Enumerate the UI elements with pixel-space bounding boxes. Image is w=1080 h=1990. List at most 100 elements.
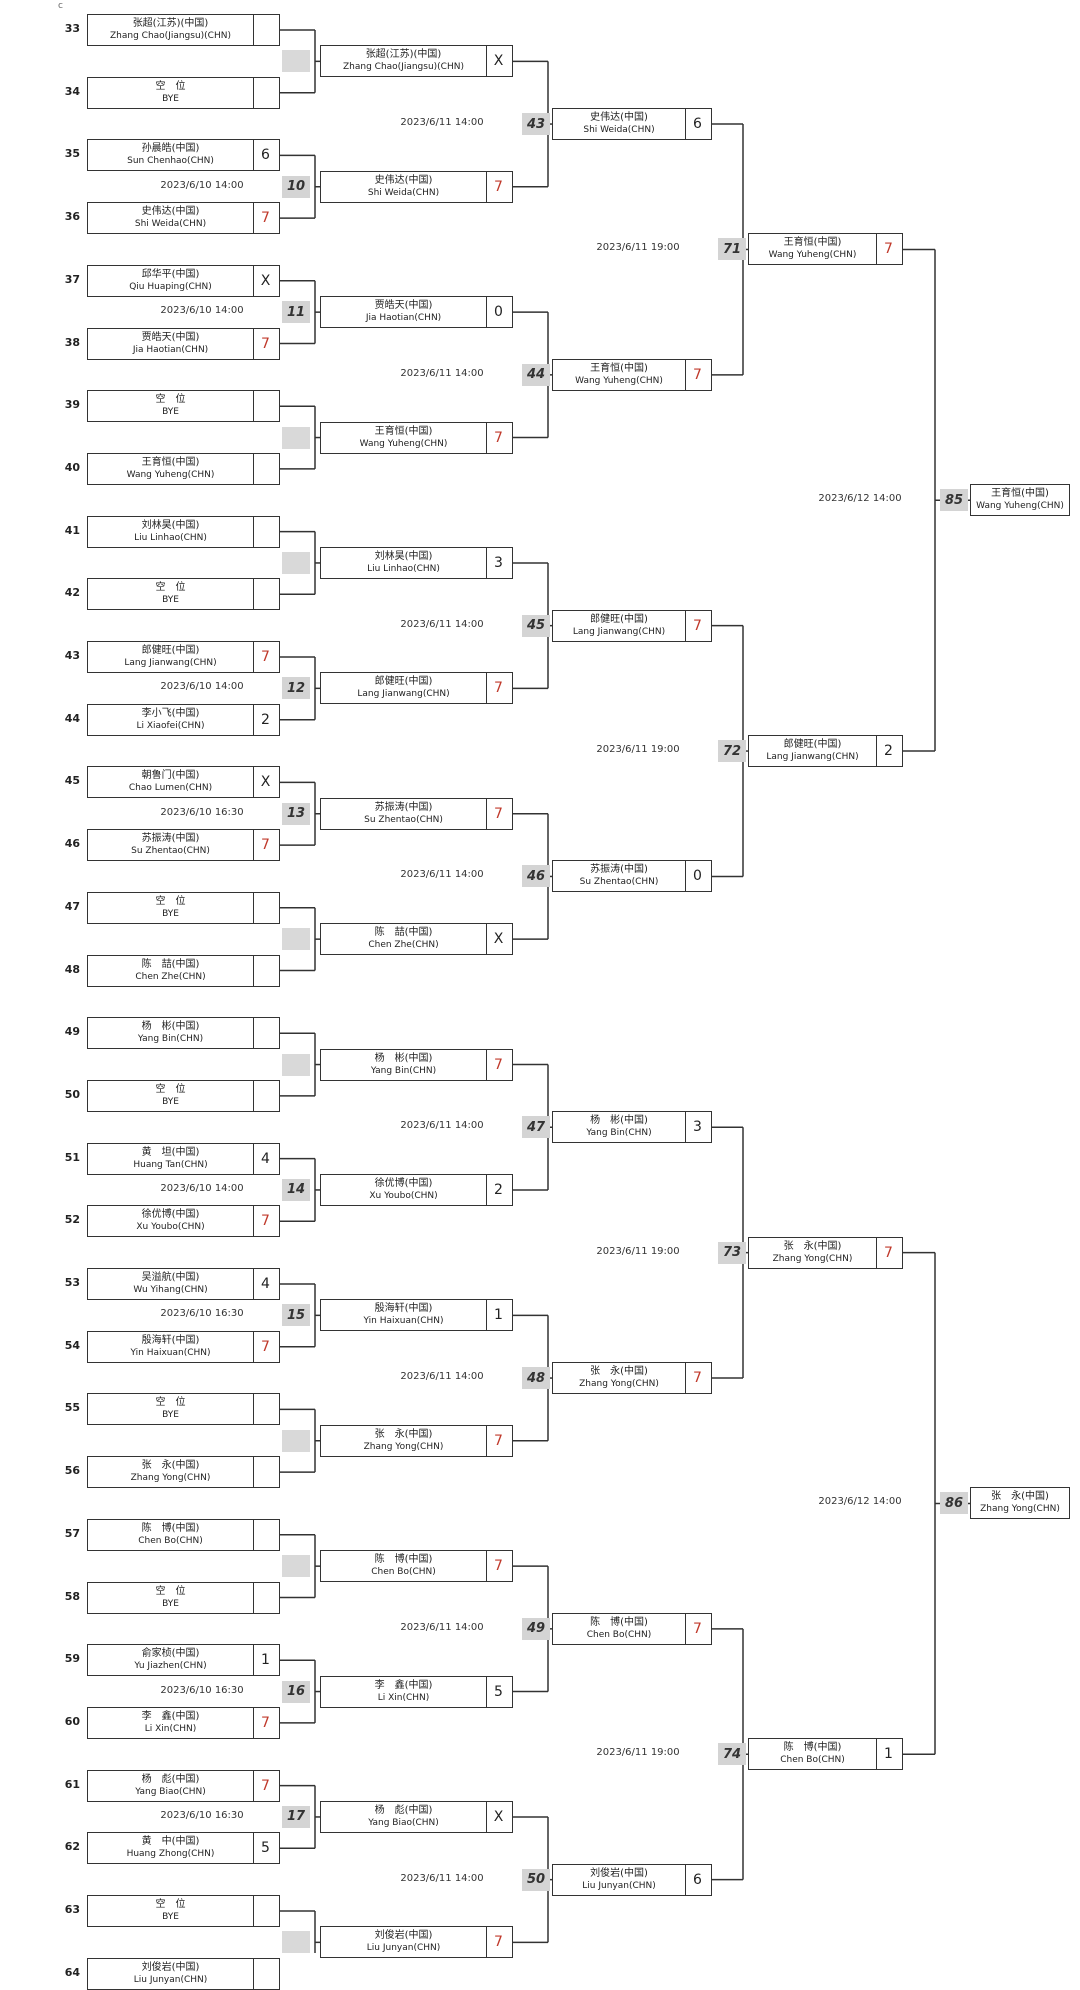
player-name-en: Shi Weida(CHN) [583, 125, 655, 136]
entry-box: 刘俊岩(中国)Liu Junyan(CHN) 7 [320, 1926, 513, 1959]
score-value: 4 [261, 1276, 270, 1292]
entry-box: 邱华平(中国)Qiu Huaping(CHN)X [87, 264, 280, 297]
score-value: 2 [884, 743, 893, 760]
match-number: 16 [282, 1680, 310, 1703]
seed-number: 47 [64, 899, 80, 913]
score-cell: 5 [252, 1833, 279, 1863]
player-name-en: Liu Junyan(CHN) [582, 1880, 656, 1891]
score-value: 7 [494, 429, 503, 446]
entry-box: 俞家桢(中国)Yu Jiazhen(CHN)1 [87, 1644, 280, 1677]
seed-number: 55 [64, 1401, 80, 1415]
score-value: 7 [494, 1934, 503, 1951]
player-name-cn: 李 鑫(中国) [374, 1679, 433, 1691]
player-name: 陈 博(中国)Chen Bo(CHN) [553, 1613, 686, 1644]
player-name: 王育恒(中国)Wang Yuheng(CHN) [88, 453, 254, 484]
player-name: 张超(江苏)(中国)Zhang Chao(Jiangsu)(CHN) [321, 46, 487, 77]
player-name-en: Li Xiaofei(CHN) [136, 720, 205, 731]
seed-number: 39 [64, 398, 80, 412]
player-name: 贾皓天(中国)Jia Haotian(CHN) [88, 328, 254, 359]
score-value: 7 [494, 680, 503, 697]
player-name: 李 鑫(中国)Li Xin(CHN) [88, 1707, 254, 1738]
player-name-cn: 杨 彬(中国) [590, 1115, 648, 1127]
score-cell [252, 1018, 279, 1048]
player-name-en: Xu Youbo(CHN) [369, 1190, 438, 1201]
player-name-cn: 空 位 [155, 394, 186, 406]
score-cell [252, 1959, 279, 1989]
match-time: 2023/6/11 14:00 [400, 117, 484, 129]
score-value: 1 [261, 1652, 270, 1669]
player-name-cn: 苏振涛(中国) [590, 864, 648, 876]
score-cell: 7 [252, 1206, 279, 1236]
score-cell: 2 [485, 1175, 512, 1205]
match-time: 2023/6/10 14:00 [160, 305, 244, 317]
seed-number: 53 [64, 1276, 80, 1289]
player-name-cn: 郎健旺(中国) [141, 645, 200, 656]
score-value: 5 [261, 1840, 270, 1857]
score-cell: 7 [252, 830, 279, 860]
entry-box: 陈 博(中国)Chen Bo(CHN)7 [320, 1550, 513, 1583]
player-name-en: BYE [162, 1096, 179, 1107]
seed-number: 42 [64, 586, 80, 600]
match-time: 2023/6/11 14:00 [400, 367, 484, 379]
player-name-en: Shi Weida(CHN) [134, 219, 207, 230]
entry-box: 杨 彪(中国)Yang Biao(CHN)7 [87, 1769, 280, 1802]
player-name-cn: 史伟达(中国) [590, 112, 648, 124]
player-name-en: BYE [162, 407, 179, 418]
score-cell: 7 [875, 234, 902, 264]
entry-box: 徐优博(中国)Xu Youbo(CHN)2 [320, 1173, 513, 1206]
player-name-en: BYE [162, 93, 179, 104]
player-name: 王育恒(中国)Wang Yuheng(CHN) [749, 234, 877, 265]
player-name: 史伟达(中国)Shi Weida(CHN) [553, 109, 686, 140]
player-name-en: Li Xin(CHN) [144, 1723, 197, 1734]
score-value: X [493, 1808, 504, 1825]
player-name-cn: 殷海轩(中国) [141, 1334, 200, 1346]
player-name-en: Chao Lumen(CHN) [128, 783, 213, 794]
seed-number: 43 [64, 649, 80, 662]
player-name-cn: 陈 博(中国) [141, 1522, 200, 1534]
player-name-cn: 王育恒(中国) [590, 362, 648, 374]
player-name-cn: 史伟达(中国) [141, 206, 200, 218]
seed-number: 48 [64, 962, 80, 976]
player-name-cn: 朝鲁门(中国) [141, 770, 200, 782]
entry-box: 杨 彬(中国)Yang Bin(CHN)7 [320, 1048, 513, 1081]
match-number: 48 [522, 1367, 550, 1390]
player-name: 苏振涛(中国)Su Zhentao(CHN) [553, 861, 686, 892]
entry-box: 陈 博(中国)Chen Bo(CHN)1 [748, 1738, 903, 1771]
match-time: 2023/6/11 19:00 [596, 1245, 680, 1257]
player-name: 郎健旺(中国)Lang Jianwang(CHN) [321, 673, 487, 704]
score-cell: X [252, 767, 279, 797]
corner-mark: c [58, 1, 63, 11]
player-name-cn: 空 位 [155, 1899, 186, 1910]
match-placeholder [282, 1429, 310, 1452]
score-cell: 7 [485, 673, 512, 703]
score-cell: X [485, 46, 512, 76]
player-name-en: Liu Linhao(CHN) [134, 532, 207, 543]
score-cell: 7 [252, 203, 279, 233]
player-name: 陈 博(中国)Chen Bo(CHN) [749, 1739, 877, 1770]
match-time: 2023/6/10 16:30 [160, 1684, 244, 1696]
match-placeholder [282, 50, 310, 73]
player-name: 张 永(中国)Zhang Yong(CHN) [553, 1363, 686, 1394]
player-name: 殷海轩(中国)Yin Haixuan(CHN) [88, 1331, 254, 1362]
seed-number: 51 [64, 1150, 80, 1164]
score-cell: 7 [485, 1426, 512, 1456]
seed-number: 58 [64, 1589, 80, 1603]
score-value: 6 [693, 1871, 702, 1888]
score-cell: 3 [485, 548, 512, 578]
player-name: 杨 彬(中国)Yang Bin(CHN) [88, 1018, 254, 1049]
player-name-cn: 张超(江苏)(中国) [132, 18, 209, 29]
entry-box: 张 永(中国)Zhang Yong(CHN)7 [320, 1424, 513, 1457]
player-name: 张超(江苏)(中国)Zhang Chao(Jiangsu)(CHN) [88, 15, 254, 45]
match-placeholder [282, 1053, 310, 1076]
player-name-en: Wang Yuheng(CHN) [768, 250, 857, 261]
player-name: 刘俊岩(中国)Liu Junyan(CHN) [321, 1927, 487, 1958]
player-name: 苏振涛(中国)Su Zhentao(CHN) [88, 830, 254, 861]
entry-box: 徐优博(中国)Xu Youbo(CHN)7 [87, 1205, 280, 1238]
entry-box: 刘俊岩(中国)Liu Junyan(CHN)6 [552, 1863, 712, 1896]
score-value: 6 [693, 116, 702, 133]
